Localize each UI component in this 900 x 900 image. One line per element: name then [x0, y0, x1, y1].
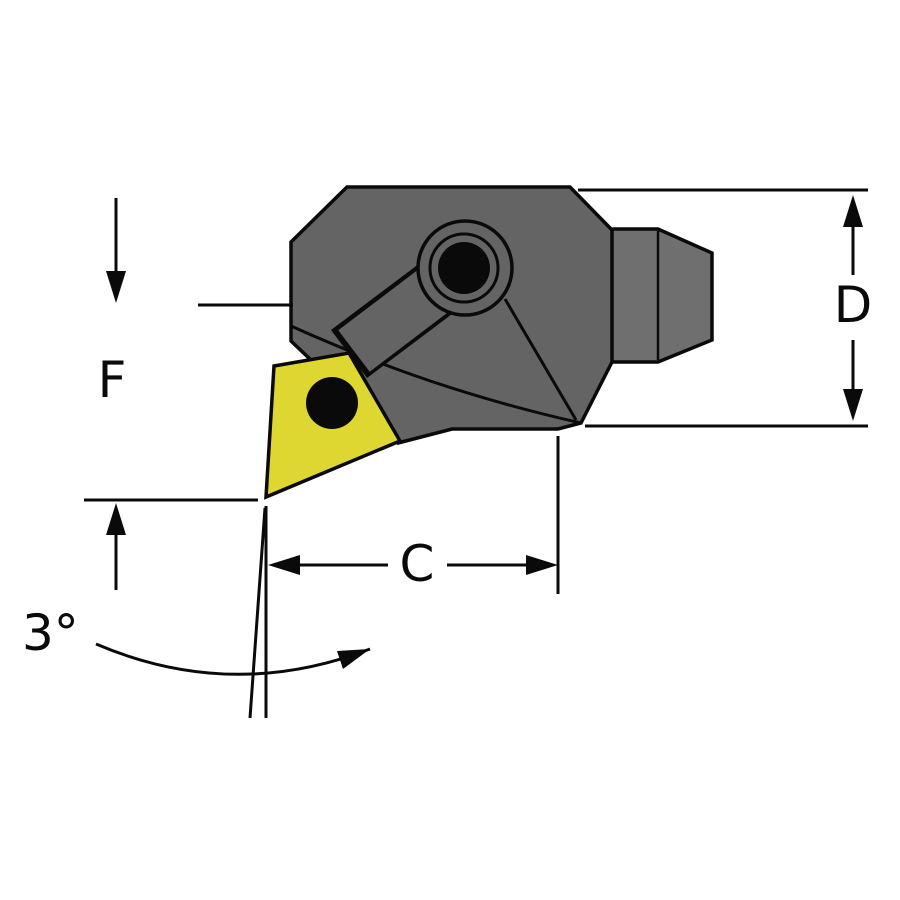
dim-c-arrow-right-icon: [526, 555, 558, 575]
dim-d-arrow-up-icon: [843, 195, 863, 227]
boss-internal-edge: [503, 298, 578, 421]
screw-counterbore-ring: [428, 232, 500, 304]
tool-body: [289, 185, 614, 445]
dim-f-arrow-down-icon: [106, 271, 126, 303]
dimension-d: D: [578, 188, 873, 428]
angle-slanted-line: [248, 507, 267, 719]
body-internal-edge: [290, 324, 582, 425]
dim-f-label: F: [98, 351, 127, 409]
dim-d-arrow-down-icon: [843, 389, 863, 421]
insert-hole: [306, 377, 358, 429]
dimension-f: F: [84, 198, 293, 590]
tool-shank: [606, 227, 714, 364]
angle-callout: 3°: [22, 506, 371, 719]
tool-head: [264, 185, 714, 500]
angle-arc-arrow-icon: [337, 649, 370, 669]
dimension-c: C: [268, 436, 560, 594]
dim-f-arrow-up-icon: [106, 503, 126, 535]
dim-c-arrow-left-icon: [268, 555, 300, 575]
dim-c-label: C: [400, 535, 435, 593]
dim-d-label: D: [834, 276, 873, 334]
angle-leader-arc: [95, 642, 371, 676]
angle-label: 3°: [22, 604, 79, 662]
clamp-screw-hole: [438, 242, 490, 294]
